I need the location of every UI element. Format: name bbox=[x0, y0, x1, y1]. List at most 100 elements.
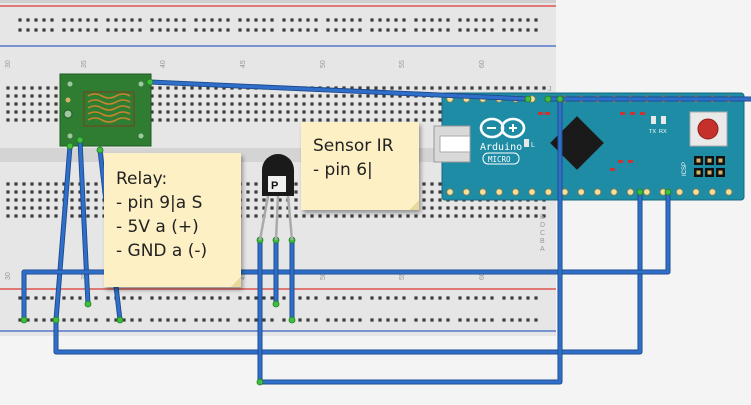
ir-sensor[interactable]: P bbox=[258, 154, 294, 241]
breadboard-hole bbox=[278, 110, 282, 114]
rail-hole bbox=[130, 318, 134, 322]
breadboard-hole bbox=[518, 206, 522, 210]
breadboard-hole bbox=[6, 206, 10, 210]
rail-hole bbox=[370, 18, 374, 22]
reset-button[interactable] bbox=[697, 118, 719, 140]
wire-relay-to-pin9 bbox=[148, 80, 530, 101]
rail-hole bbox=[334, 18, 338, 22]
rail-hole bbox=[138, 296, 142, 300]
breadboard-hole bbox=[230, 102, 234, 106]
breadboard-hole bbox=[430, 110, 434, 114]
icsp-pin-gold bbox=[718, 158, 723, 163]
rail-hole bbox=[386, 318, 390, 322]
breadboard-hole bbox=[14, 182, 18, 186]
breadboard-hole bbox=[38, 182, 42, 186]
breadboard-hole bbox=[310, 214, 314, 218]
breadboard-hole bbox=[374, 214, 378, 218]
breadboard-hole bbox=[302, 102, 306, 106]
breadboard-hole bbox=[206, 110, 210, 114]
arduino-pin bbox=[610, 188, 618, 196]
rail-hole bbox=[202, 318, 206, 322]
breadboard-hole bbox=[54, 206, 58, 210]
breadboard-hole bbox=[182, 86, 186, 90]
breadboard-hole bbox=[38, 118, 42, 122]
arduino-micro-board[interactable]: Arduino MICRO L TX RX ICSP bbox=[433, 92, 745, 201]
breadboard-hole bbox=[542, 206, 546, 210]
breadboard-hole bbox=[398, 118, 402, 122]
rail-hole bbox=[422, 18, 426, 22]
wires bbox=[20, 78, 751, 386]
breadboard-hole bbox=[22, 190, 26, 194]
note-fold bbox=[409, 200, 419, 210]
arduino-pin bbox=[675, 188, 684, 196]
rail-hole bbox=[138, 28, 142, 32]
column-number-top: 35 bbox=[81, 60, 88, 68]
breadboard-hole bbox=[382, 86, 386, 90]
breadboard-hole bbox=[470, 206, 474, 210]
rail-hole bbox=[94, 28, 98, 32]
rail-hole bbox=[386, 296, 390, 300]
smd-part bbox=[545, 112, 550, 115]
rail-hole bbox=[350, 18, 354, 22]
breadboard-hole bbox=[334, 94, 338, 98]
breadboard-hole bbox=[422, 198, 426, 202]
rail-hole bbox=[174, 318, 178, 322]
led-tx bbox=[651, 116, 656, 124]
breadboard-hole bbox=[310, 94, 314, 98]
rail-hole bbox=[458, 318, 462, 322]
rail-hole bbox=[254, 18, 258, 22]
rail-hole bbox=[306, 18, 310, 22]
rail-hole bbox=[34, 18, 38, 22]
arduino-pin bbox=[544, 188, 553, 196]
rail-hole bbox=[238, 28, 242, 32]
breadboard-hole bbox=[46, 206, 50, 210]
breadboard-hole bbox=[390, 102, 394, 106]
rail-hole bbox=[518, 28, 522, 32]
breadboard-hole bbox=[254, 190, 258, 194]
rail-hole bbox=[18, 28, 22, 32]
rail-hole bbox=[526, 296, 530, 300]
rail-hole bbox=[194, 18, 198, 22]
rail-hole bbox=[150, 296, 154, 300]
column-number-top: 30 bbox=[5, 60, 12, 68]
breadboard-hole bbox=[254, 102, 258, 106]
breadboard-hole bbox=[326, 214, 330, 218]
breadboard-hole bbox=[534, 86, 538, 90]
breadboard-hole bbox=[222, 102, 226, 106]
rail-hole bbox=[50, 318, 54, 322]
breadboard-hole bbox=[374, 94, 378, 98]
breadboard-hole bbox=[6, 118, 10, 122]
breadboard-hole bbox=[190, 94, 194, 98]
rail-hole bbox=[438, 318, 442, 322]
arduino-pin bbox=[495, 188, 503, 196]
connection-dot bbox=[256, 378, 264, 386]
rail-hole bbox=[306, 318, 310, 322]
rail-hole bbox=[42, 296, 46, 300]
rail-hole bbox=[262, 18, 266, 22]
rail-hole bbox=[218, 18, 222, 22]
breadboard-hole bbox=[230, 94, 234, 98]
rail-hole bbox=[298, 28, 302, 32]
breadboard-hole bbox=[94, 190, 98, 194]
breadboard-hole bbox=[30, 198, 34, 202]
rail-hole bbox=[502, 28, 506, 32]
rail-hole bbox=[466, 28, 470, 32]
smd-part bbox=[630, 112, 635, 115]
rail-hole bbox=[122, 318, 126, 322]
relay-module[interactable] bbox=[59, 73, 152, 147]
rail-hole bbox=[414, 28, 418, 32]
rail-hole bbox=[414, 296, 418, 300]
breadboard-hole bbox=[262, 198, 266, 202]
breadboard-hole bbox=[438, 86, 442, 90]
breadboard-hole bbox=[70, 206, 74, 210]
breadboard-hole bbox=[374, 86, 378, 90]
smd-part bbox=[628, 160, 633, 163]
breadboard-hole bbox=[294, 182, 298, 186]
rail-hole bbox=[502, 18, 506, 22]
breadboard-hole bbox=[406, 214, 410, 218]
breadboard-hole bbox=[46, 86, 50, 90]
breadboard-hole bbox=[246, 94, 250, 98]
rail-hole bbox=[150, 318, 154, 322]
rail-hole bbox=[150, 18, 154, 22]
rail-hole bbox=[422, 318, 426, 322]
